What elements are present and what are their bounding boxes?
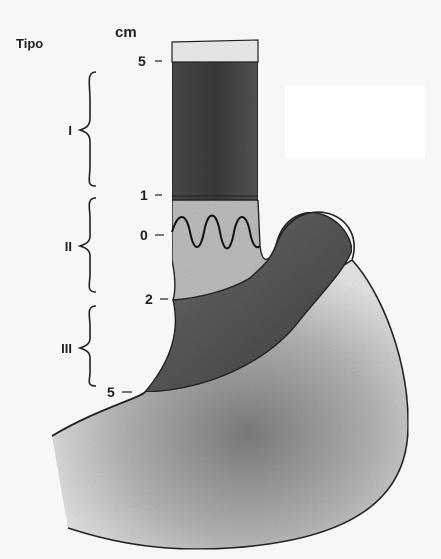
esophagus-cut-top [172,40,258,62]
type-iii-label: III [61,341,72,356]
esophagus-lower [172,60,258,200]
type-ii-label: II [65,239,72,254]
blank-white-box [285,86,425,158]
type-header: Tipo [16,36,43,51]
scale-mark-5-top: 5 [138,53,146,69]
type-i-label: I [68,123,72,138]
scale-mark-0: 0 [140,227,148,243]
cm-header: cm [115,24,137,41]
scale-mark-2: 2 [145,291,153,307]
scale-mark-1: 1 [140,187,148,203]
scale-mark-5-bottom: 5 [107,384,115,400]
